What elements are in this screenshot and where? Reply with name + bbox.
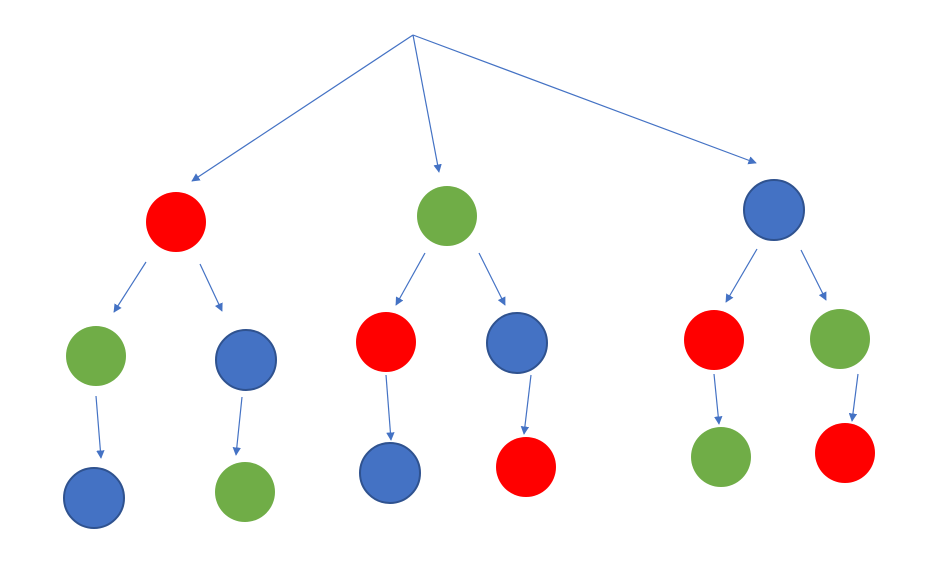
edge-arrow-l1-middle-to-l2-middle-b (478, 252, 506, 306)
edges (95, 34, 859, 459)
nodes (63, 179, 875, 529)
node-l2-right-b-green-circle (810, 309, 870, 369)
node-l2-middle-a-red-circle (356, 312, 416, 372)
edge-arrow-l1-left-to-l2-left-b (199, 263, 223, 312)
node-l2-middle-b-blue-circle (486, 312, 548, 374)
edge-arrow-root-to-l1-middle (412, 34, 442, 173)
edge-arrow-l1-left-to-l2-left-a (113, 261, 147, 313)
node-l3-middle-b-red-circle (496, 437, 556, 497)
edge-arrow-l2-middle-a-to-l3-middle-a (385, 374, 395, 441)
node-l3-right-b-red-circle (815, 423, 875, 483)
node-l1-left-red-circle (146, 192, 206, 252)
node-l1-middle-green-circle (417, 186, 477, 246)
node-l3-left-b-green-circle (215, 462, 275, 522)
edge-arrow-l1-right-to-l2-right-a (725, 248, 758, 303)
edge-arrow-l2-middle-b-to-l3-middle-b (520, 374, 532, 435)
edge-arrow-l2-left-b-to-l3-left-b (232, 396, 243, 456)
edge-arrow-root-to-l1-left (191, 34, 414, 182)
node-l3-middle-a-blue-circle (359, 442, 421, 504)
edge-arrow-l2-right-b-to-l3-right-b (848, 373, 859, 422)
node-l3-left-a-blue-circle (63, 467, 125, 529)
edge-arrow-l1-right-to-l2-right-b (800, 249, 827, 301)
node-l1-right-blue-circle (743, 179, 805, 241)
node-l3-right-a-green-circle (691, 427, 751, 487)
edge-arrow-l1-middle-to-l2-middle-a (395, 252, 426, 306)
node-l2-left-b-blue-circle (215, 329, 277, 391)
edge-arrow-l2-left-a-to-l3-left-a (95, 395, 105, 459)
edge-arrow-root-to-l1-right (412, 34, 757, 165)
node-l2-left-a-green-circle (66, 326, 126, 386)
node-l2-right-a-red-circle (684, 310, 744, 370)
edge-arrow-l2-right-a-to-l3-right-a (713, 373, 723, 425)
